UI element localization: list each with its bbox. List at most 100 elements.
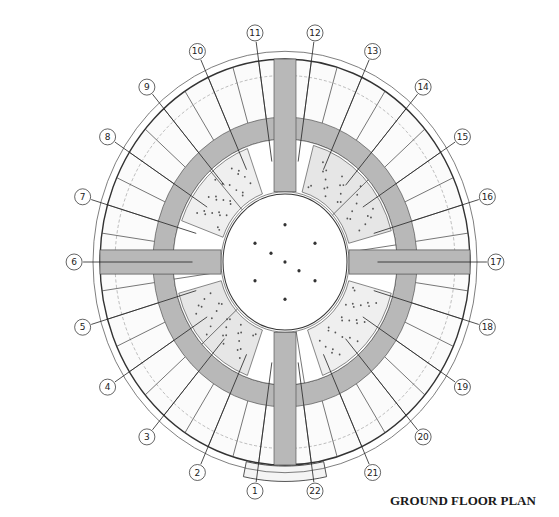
room-partition — [202, 309, 238, 344]
column-dot — [297, 269, 300, 273]
hatch-dot — [223, 199, 225, 201]
grid-number: 8 — [105, 132, 111, 142]
grid-number: 12 — [309, 28, 320, 38]
hatch-dot — [198, 304, 200, 306]
hatch-dot — [237, 173, 239, 175]
hatch-dot — [339, 184, 341, 186]
hatch-dot — [237, 349, 239, 351]
hatch-dot — [340, 193, 342, 195]
grid-number: 4 — [105, 382, 111, 392]
hatch-dot — [215, 196, 217, 198]
hatch-dot — [337, 201, 339, 203]
grid-line — [378, 262, 487, 263]
room-partition — [416, 233, 468, 241]
column-dot — [253, 242, 256, 246]
grid-bubble — [75, 319, 91, 335]
grid-line — [115, 317, 207, 382]
grid-line — [152, 339, 224, 430]
grid-line — [115, 142, 207, 207]
room-partition — [185, 91, 214, 140]
grid-bubble — [454, 379, 470, 395]
grid-number: 17 — [490, 257, 501, 267]
hatch-dot — [204, 213, 206, 215]
hatch-dot — [356, 322, 358, 324]
grid-bubble — [479, 319, 495, 335]
hatch-dot — [210, 325, 212, 327]
hatch-dot — [206, 333, 208, 335]
grid-bubble — [247, 25, 263, 41]
grid-number: 5 — [80, 322, 86, 332]
room-partition — [322, 67, 337, 123]
room-partition — [102, 283, 154, 291]
hatch-dot — [342, 184, 344, 186]
hatch-dot — [222, 334, 224, 336]
room-partition — [210, 171, 242, 210]
hatch-dot — [308, 186, 310, 188]
grid-line — [256, 362, 272, 482]
grid-bubble — [189, 43, 205, 59]
hatch-dot — [240, 331, 242, 333]
hatch-dot — [255, 333, 257, 335]
hatch-dot — [252, 335, 254, 337]
column-dot — [283, 260, 286, 264]
hatch-dot — [322, 170, 324, 172]
grid-line — [363, 142, 455, 207]
grid-number: 10 — [192, 46, 203, 56]
grid-line — [83, 262, 192, 263]
hatch-dot — [364, 321, 366, 323]
hatch-dot — [332, 348, 334, 350]
grid-bubble — [189, 465, 205, 481]
grid-bubble — [365, 465, 381, 481]
room-partition — [117, 322, 165, 346]
hatch-dot — [345, 304, 347, 306]
grid-line — [91, 291, 196, 325]
room-partition — [333, 180, 369, 215]
hatch-dot — [356, 319, 358, 321]
hatch-dot — [237, 332, 239, 334]
hatch-dot — [218, 211, 220, 213]
hatch-dot — [341, 316, 343, 318]
hatch-dot — [328, 326, 330, 328]
hatch-dot — [195, 313, 197, 315]
hatch-dot — [340, 201, 342, 203]
hatch-dot — [229, 318, 231, 320]
hatch-dot — [240, 324, 242, 326]
hatch-dot — [250, 182, 252, 184]
hatch-dot — [326, 187, 328, 189]
hatch-dot — [201, 306, 203, 308]
hatch-dot — [230, 203, 232, 205]
room-partition — [233, 401, 248, 457]
hatch-dot — [364, 223, 366, 225]
column-dot — [283, 223, 286, 227]
grid-line — [152, 94, 224, 185]
hatch-dot — [229, 200, 231, 202]
grid-line — [346, 339, 418, 430]
grid-bubble — [75, 189, 91, 205]
room-partition — [356, 384, 385, 433]
grid-number: 14 — [417, 82, 428, 92]
room-partition — [385, 129, 425, 167]
room-partition — [322, 401, 337, 457]
hatch-dot — [244, 176, 246, 178]
grid-number: 16 — [482, 192, 493, 202]
room-partition — [145, 357, 185, 395]
hatch-dot — [215, 199, 217, 201]
hatch-dot — [360, 304, 362, 306]
hatch-dot — [341, 336, 343, 338]
hatch-dot — [223, 343, 225, 345]
room-partition — [145, 129, 185, 167]
hatch-dot — [356, 202, 358, 204]
hatch-dot — [210, 292, 212, 294]
grid-bubble — [479, 189, 495, 205]
hatch-dot — [196, 212, 198, 214]
hatch-dot — [238, 340, 240, 342]
hatch-dot — [221, 303, 223, 305]
hatch-dot — [368, 305, 370, 307]
column-dot — [283, 298, 286, 302]
hatch-dot — [341, 175, 343, 177]
hatch-dot — [375, 302, 377, 304]
hatch-dot — [341, 319, 343, 321]
hatch-dot — [218, 303, 220, 305]
grid-number: 18 — [482, 322, 493, 332]
column-dot — [313, 279, 316, 283]
